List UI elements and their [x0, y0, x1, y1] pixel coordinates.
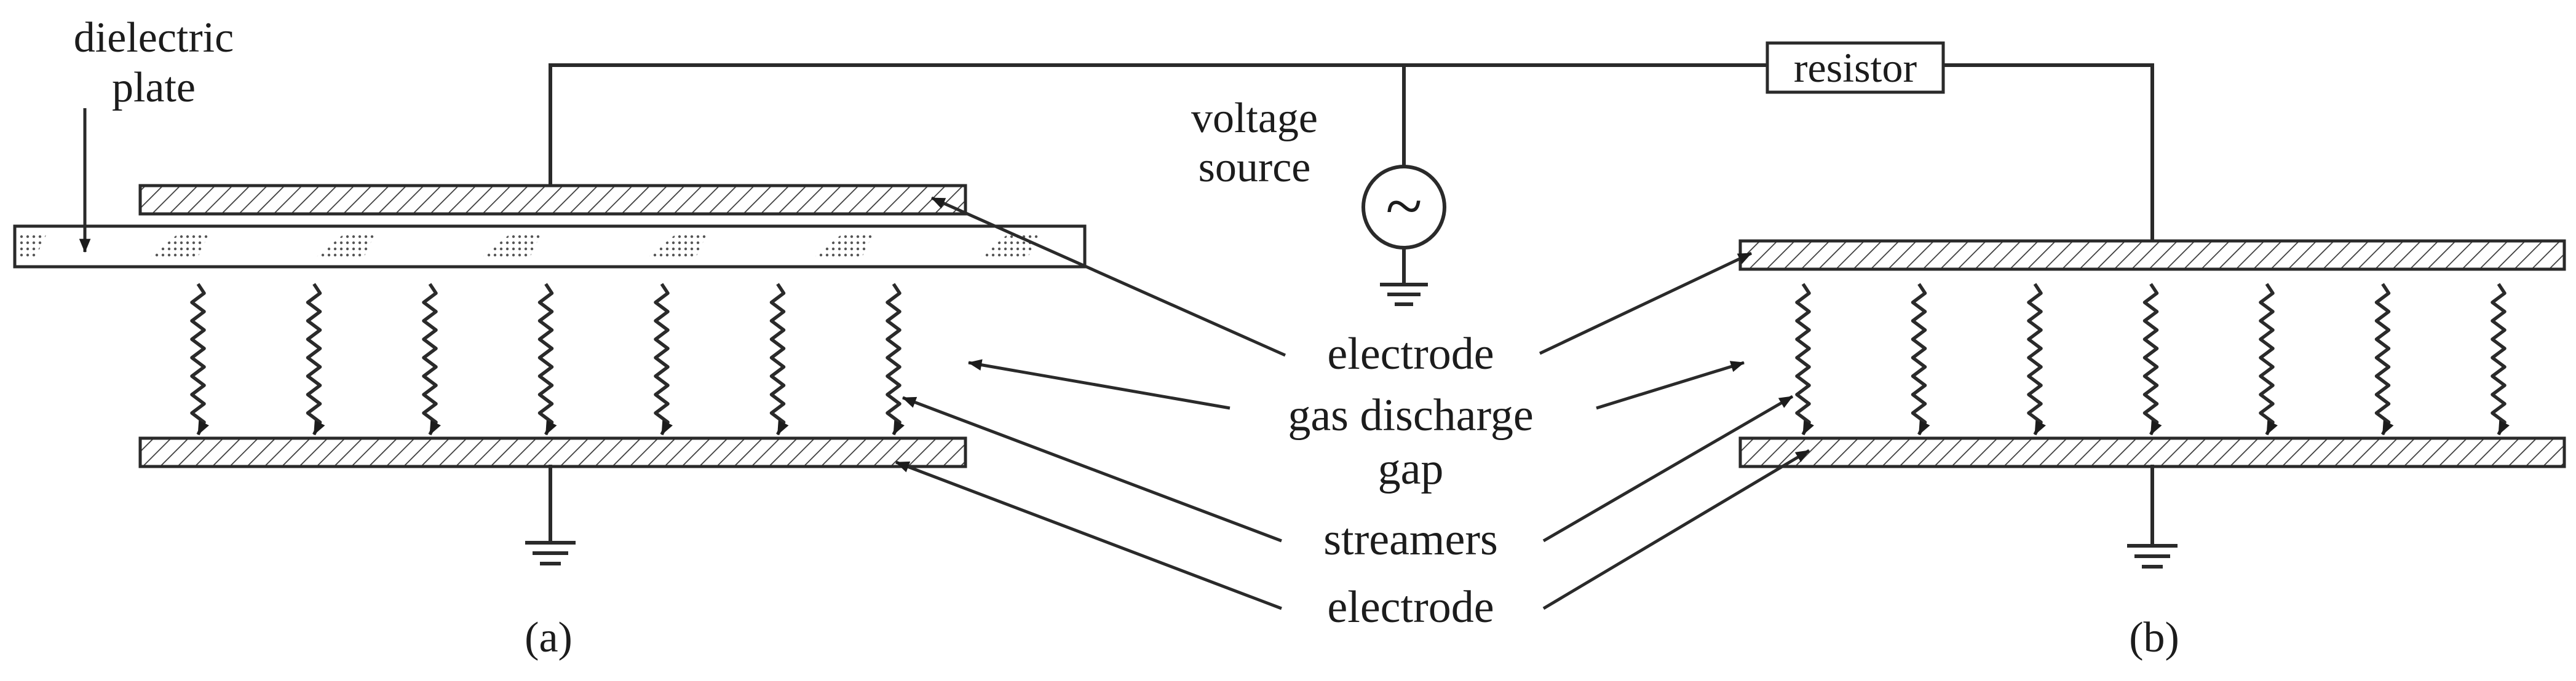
voltage-source: ~: [1361, 165, 1446, 306]
panel-a: [13, 184, 1087, 565]
electrode-top-arrow-a: [930, 196, 1286, 357]
bottom-electrode-a: [138, 436, 967, 468]
wire-left-electrode: [549, 63, 1769, 187]
gas-gap-label: gas discharge: [1288, 390, 1533, 441]
streamer-1: [190, 283, 209, 436]
streamers-a: [190, 283, 905, 436]
streamer-4: [2142, 283, 2162, 436]
electrode-top-arrow-b: [1539, 251, 1753, 355]
streamer-5: [654, 283, 673, 436]
resistor: resistor: [1766, 41, 1945, 94]
ac-wave-icon: ~: [1385, 168, 1422, 243]
ground-icon: [1380, 283, 1428, 306]
streamers-arrow-a: [902, 396, 1282, 543]
streamer-6: [2374, 283, 2394, 436]
dielectric-label: dielectric: [74, 14, 234, 61]
streamer-6: [769, 283, 789, 436]
streamer-3: [2027, 283, 2046, 436]
gas-gap-arrow-b: [1596, 361, 1745, 410]
leader-arrows: [79, 108, 1810, 610]
streamer-7: [2491, 283, 2510, 436]
streamer-4: [537, 283, 557, 436]
streamer-2: [306, 283, 325, 436]
voltage-source-label: voltage: [1191, 95, 1318, 142]
voltage-source-label-2: source: [1199, 144, 1311, 191]
dielectric-label-2: plate: [112, 64, 196, 111]
ground-icon: [2127, 544, 2178, 569]
top-electrode-b: [1738, 239, 2566, 271]
ground-icon: [525, 541, 576, 565]
streamer-7: [886, 283, 905, 436]
wire-right-electrode: [1941, 63, 2154, 243]
dielectric-texture: [18, 234, 1039, 259]
caption-b: (b): [2129, 614, 2179, 661]
circuit-wires: [549, 63, 2154, 243]
streamer-2: [1911, 283, 1930, 436]
bottom-electrode-b: [1738, 436, 2566, 468]
top-electrode-a: [138, 184, 967, 216]
resistor-label: resistor: [1794, 44, 1917, 91]
electrode-bottom-arrow-a: [895, 460, 1282, 610]
streamers-b: [1795, 283, 2510, 436]
caption-a: (a): [525, 614, 573, 661]
panel-b: [1738, 239, 2566, 569]
streamer-1: [1795, 283, 1814, 436]
streamer-5: [2259, 283, 2278, 436]
gas-gap-label-2: gap: [1378, 444, 1444, 494]
electrode-bottom-arrow-b: [1542, 449, 1810, 610]
labels: dielectric plate voltage source electrod…: [74, 14, 2179, 661]
resistor-box: [1766, 41, 1945, 94]
gas-gap-arrow-a: [967, 359, 1231, 410]
streamers-label: streamers: [1323, 514, 1498, 565]
electrode-label-top: electrode: [1327, 329, 1494, 379]
streamer-3: [422, 283, 441, 436]
electrode-label-bottom: electrode: [1327, 582, 1494, 632]
streamers-arrow-b: [1542, 395, 1794, 543]
